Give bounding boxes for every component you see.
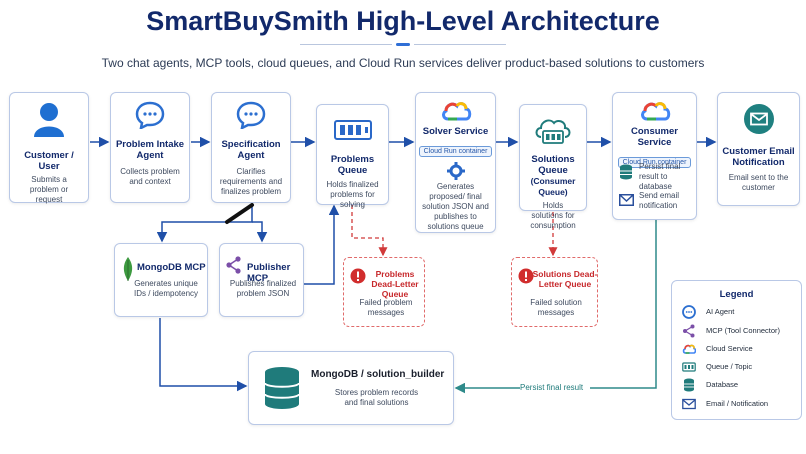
legend-label: Database: [706, 380, 739, 389]
chat-agent-icon: [236, 101, 266, 131]
mongodb-title: MongoDB / solution_builder: [311, 369, 445, 380]
title-divider-left: [300, 44, 392, 45]
spec-title: Specification Agent: [221, 139, 281, 161]
share-icon: [226, 256, 241, 274]
node-customer: Customer / User Submits a problem or req…: [9, 92, 89, 204]
solutions-queue-desc: Holds solutions for consumption: [530, 201, 576, 230]
legend-label: MCP (Tool Connector): [706, 326, 781, 335]
cloud-icon: [640, 102, 670, 121]
legend-label: Queue / Topic: [706, 362, 753, 371]
edge-break-mark: [225, 203, 254, 224]
database-icon: [264, 367, 300, 409]
solutions-queue-subtitle: (Consumer Queue): [530, 176, 576, 197]
queue-icon: [682, 362, 696, 372]
cloud-icon: [441, 102, 471, 121]
spec-desc: Clarifies requirements and finalizes pro…: [219, 167, 283, 196]
consumer-item2-text: Send email notification: [639, 191, 680, 210]
cloud-icon: [682, 344, 696, 354]
node-customer-email: Customer Email Notification Email sent t…: [717, 92, 800, 206]
legend: Legend AI Agent MCP (Tool Connector) Clo…: [671, 280, 802, 420]
consumer-title: Consumer Service: [631, 126, 678, 148]
ai-agent-icon: [682, 305, 696, 319]
node-solutions-dlq: Solutions Dead-Letter Queue Failed solut…: [511, 257, 598, 327]
edge-spec-publisher-mcp: [252, 221, 268, 243]
node-mongodb: MongoDB / solution_builder Stores proble…: [248, 351, 454, 425]
customer-title: Customer / User: [24, 150, 74, 172]
consumer-item-email: Send email notification: [619, 191, 694, 217]
legend-label: Email / Notification: [706, 399, 769, 408]
node-publisher-mcp: Publisher MCP Publishes finalized proble…: [219, 243, 304, 317]
intake-desc: Collects problem and context: [120, 167, 180, 186]
node-problems-dlq: Problems Dead-Letter Queue Failed proble…: [343, 257, 425, 327]
problems-queue-desc: Holds finalized problems for solving: [326, 180, 379, 209]
database-icon: [684, 378, 694, 392]
legend-label: AI Agent: [706, 307, 735, 316]
solver-desc: Generates proposed/ final solution JSON …: [422, 182, 489, 231]
node-problems-queue: Problems Queue Holds finalized problems …: [316, 104, 389, 209]
title-divider-dot: [396, 43, 410, 46]
consumer-item-persist: Persist final result to database: [619, 162, 694, 191]
email-title: Customer Email Notification: [722, 146, 795, 168]
node-solver-service: Solver Service Cloud Run container Gener…: [415, 92, 496, 233]
page-subtitle: Two chat agents, MCP tools, cloud queues…: [101, 56, 705, 70]
alert-icon: [350, 268, 366, 284]
share-icon: [683, 324, 695, 338]
mail-icon: [619, 194, 634, 206]
mail-icon: [682, 398, 696, 410]
mongodb-desc: Stores problem records and final solutio…: [334, 388, 419, 407]
legend-label: Cloud Service: [706, 344, 753, 353]
customer-desc: Submits a problem or request: [29, 175, 69, 204]
cloud-queue-icon: [535, 119, 571, 144]
intake-title: Problem Intake Agent: [115, 139, 185, 161]
email-desc: Email sent to the customer: [728, 173, 789, 192]
mail-circle-icon: [743, 104, 774, 134]
edge-mongo-mcp-db: [159, 318, 248, 392]
alert-icon: [518, 268, 534, 284]
user-icon: [34, 103, 64, 137]
solver-tag: Cloud Run container: [418, 146, 493, 157]
solver-title: Solver Service: [422, 126, 489, 137]
legend-title: Legend: [719, 289, 754, 300]
chat-agent-icon: [135, 101, 165, 131]
publisher-mcp-title: Publisher MCP: [247, 262, 291, 284]
consumer-tag: Cloud Run container: [617, 157, 692, 168]
solutions-queue-title: Solutions Queue: [531, 154, 575, 176]
edge-spec-mongo-mcp: [156, 205, 253, 243]
problems-dlq-desc: Failed problem messages: [359, 298, 413, 317]
edge-problems-dlq: [351, 205, 388, 257]
node-solutions-queue: Solutions Queue (Consumer Queue) Holds s…: [519, 104, 587, 230]
node-mongodb-mcp: MongoDB MCP Generates unique IDs / idemp…: [114, 243, 208, 317]
title-divider-right: [414, 44, 506, 45]
problems-queue-title: Problems Queue: [330, 154, 375, 176]
problems-dlq-title: Problems Dead-Letter Queue: [371, 269, 419, 299]
gear-icon: [446, 162, 465, 180]
solutions-dlq-desc: Failed solution messages: [530, 298, 582, 317]
node-spec-agent: Specification Agent Clarifies requiremen…: [211, 92, 291, 203]
mongo-mcp-desc: Generates unique IDs / idempotency: [133, 279, 199, 298]
mongodb-leaf-icon: [123, 257, 133, 281]
page-title: SmartBuySmith High-Level Architecture: [146, 6, 660, 36]
edge-persist-label: Persist final result: [520, 383, 590, 393]
queue-icon: [333, 120, 372, 140]
solutions-dlq-title: Solutions Dead-Letter Queue: [532, 269, 598, 289]
mongo-mcp-title: MongoDB MCP: [137, 262, 206, 273]
consumer-item1-text: Persist final result to database: [639, 162, 681, 191]
publisher-mcp-desc: Publishes finalized problem JSON: [229, 279, 297, 298]
edge-publisher-problems: [304, 204, 340, 285]
node-consumer-service: Consumer Service Cloud Run container Per…: [612, 92, 697, 220]
node-intake-agent: Problem Intake Agent Collects problem an…: [110, 92, 190, 203]
database-icon: [620, 164, 632, 180]
